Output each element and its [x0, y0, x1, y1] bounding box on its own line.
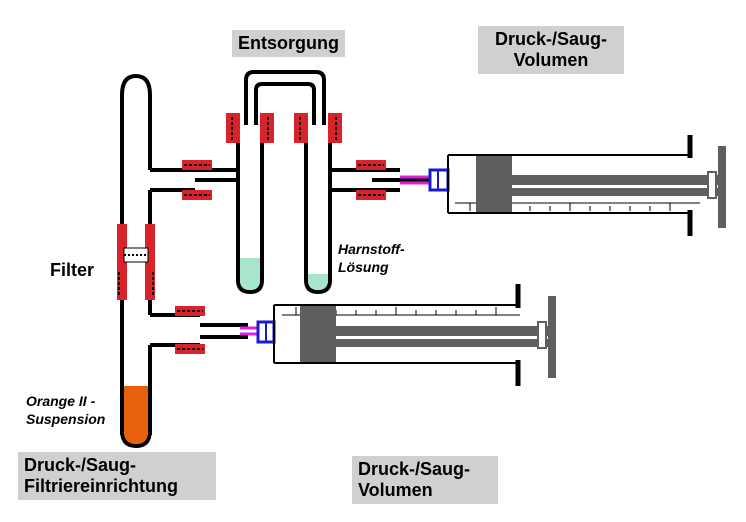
label-volume-lower-line1: Druck-/Saug- [358, 459, 471, 479]
label-volume-upper-line1: Druck-/Saug- [494, 29, 608, 49]
label-filtration-line2: Filtriereinrichtung [24, 476, 179, 496]
syringe-upper [400, 135, 726, 236]
label-volume-lower-line2: Volumen [358, 480, 433, 500]
orange-suspension [124, 386, 148, 444]
label-entsorgung: Entsorgung [232, 30, 345, 57]
label-orange-line2: Suspension [26, 411, 106, 427]
lower-side-arm [150, 306, 248, 354]
label-harnstoff-line2: Lösung [338, 259, 389, 275]
label-filtration-line1: Druck-/Saug- [24, 455, 137, 475]
right-side-arm [330, 160, 430, 200]
label-harnstoff: Harnstoff- Lösung [338, 240, 405, 276]
label-volume-lower: Druck-/Saug- Volumen [352, 456, 498, 504]
filter-membrane [117, 224, 155, 300]
syringe-lower [240, 284, 556, 386]
label-harnstoff-line1: Harnstoff- [338, 241, 405, 257]
label-volume-upper-line2: Volumen [513, 50, 589, 70]
upper-side-arm [150, 160, 238, 200]
u-transfer-tube [244, 70, 326, 125]
label-volume-upper: Druck-/Saug- Volumen [478, 26, 624, 74]
label-orange: Orange II - Suspension [26, 392, 105, 428]
label-orange-line1: Orange II - [26, 393, 96, 409]
label-filter: Filter [50, 260, 95, 280]
waste-test-tube-left [226, 113, 274, 295]
waste-test-tube-right [294, 113, 342, 295]
label-entsorgung-text: Entsorgung [238, 33, 339, 53]
label-filtration: Druck-/Saug- Filtriereinrichtung [18, 452, 216, 500]
